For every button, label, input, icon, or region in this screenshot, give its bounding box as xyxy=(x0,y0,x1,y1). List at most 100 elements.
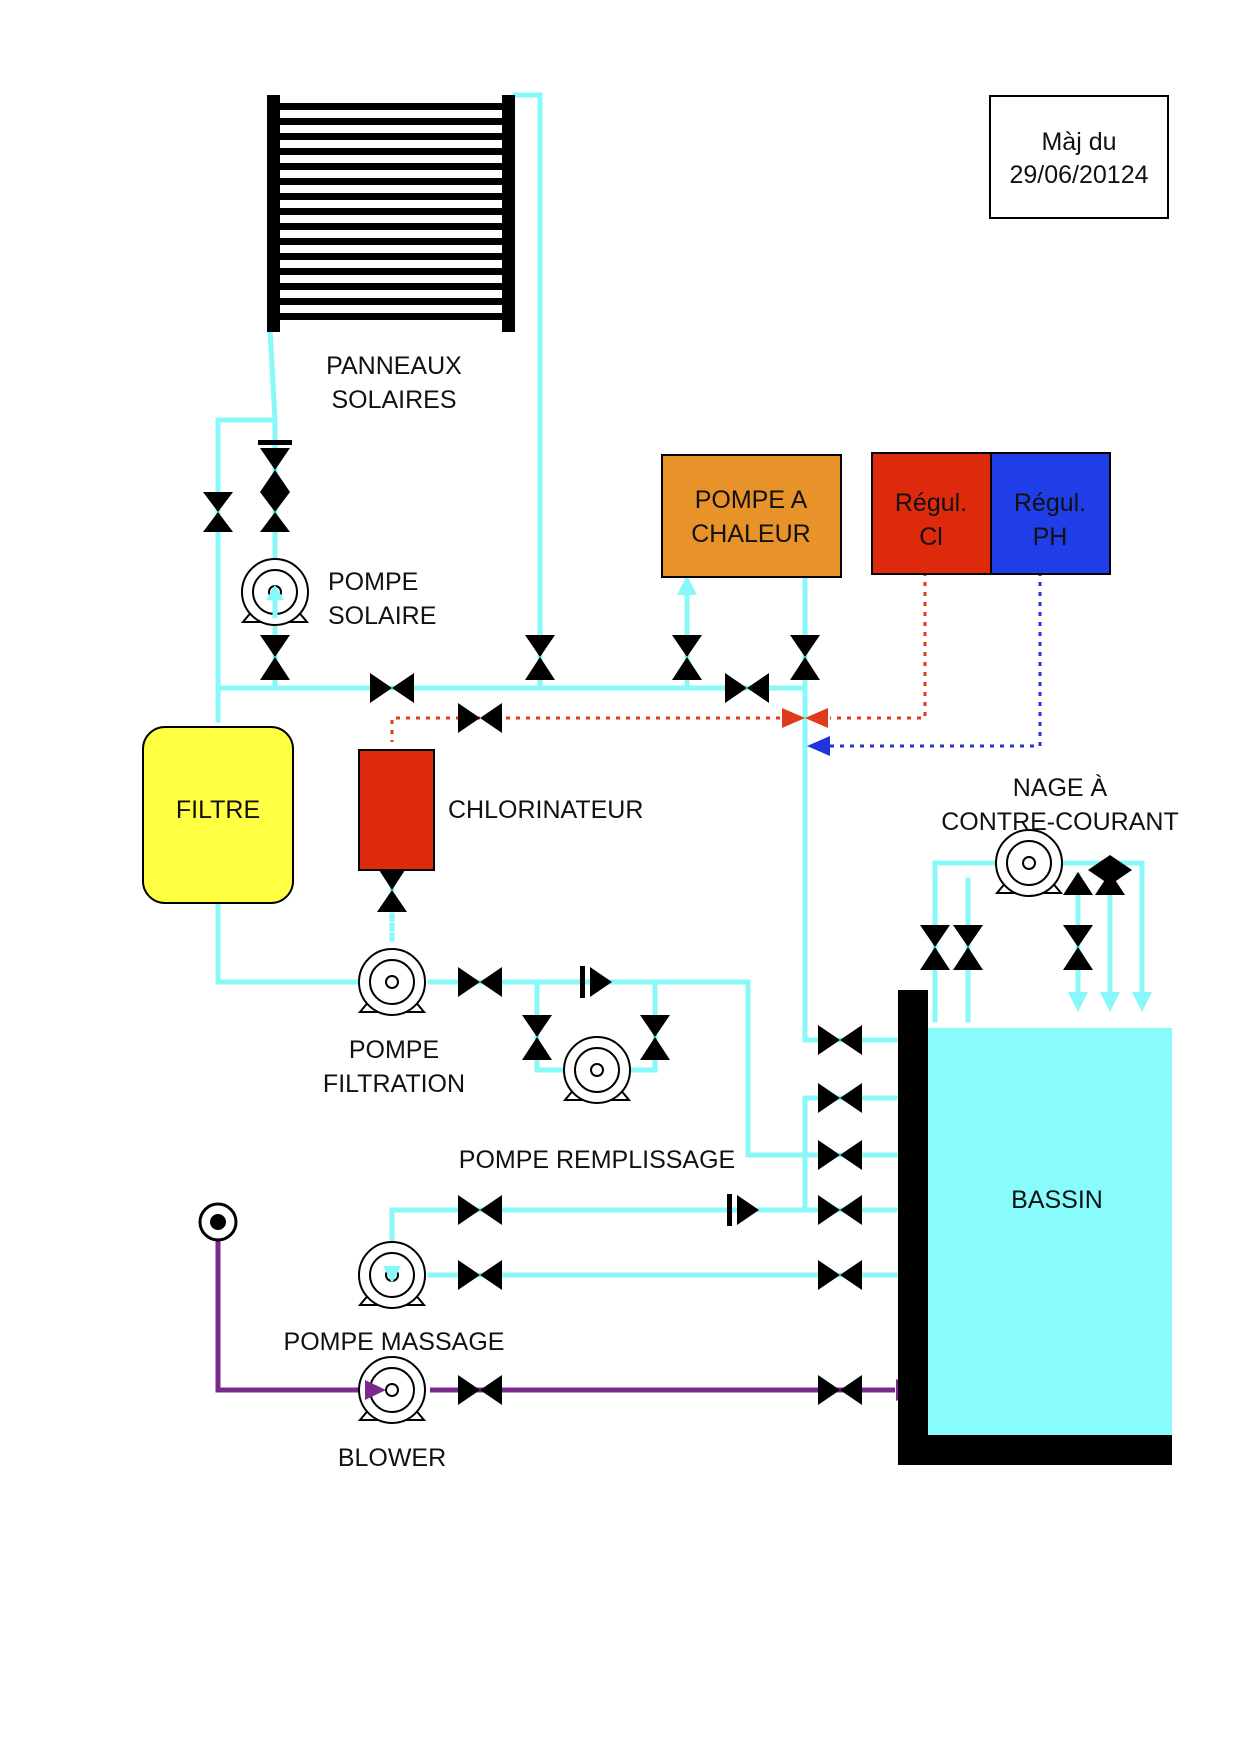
filter-label: FILTRE xyxy=(176,796,260,824)
check-valve-bar xyxy=(580,966,585,998)
valve xyxy=(818,1195,840,1225)
pool-label: BASSIN xyxy=(1011,1186,1103,1214)
valve xyxy=(1088,855,1110,885)
valve xyxy=(790,657,820,680)
update-box xyxy=(989,95,1169,219)
valve xyxy=(392,673,414,703)
valve xyxy=(640,1015,670,1037)
solar-panels xyxy=(267,95,515,332)
valve xyxy=(480,1195,502,1225)
filtration-pump-label-2: FILTRATION xyxy=(323,1070,465,1098)
valve xyxy=(672,657,702,680)
valve xyxy=(818,1375,840,1405)
valve xyxy=(480,703,502,733)
regul-cl-label-2: Cl xyxy=(919,523,943,551)
regul-ph-label-1: Régul. xyxy=(1014,489,1086,517)
solar-panels-label-2: SOLAIRES xyxy=(331,386,456,414)
solar-pump-label-1: POMPE xyxy=(328,568,418,596)
counter-current-label-1: NAGE À xyxy=(1013,773,1108,802)
cl-injection-arrow-2 xyxy=(782,708,805,728)
valve xyxy=(525,657,555,680)
valve xyxy=(840,1195,862,1225)
cl-injection-arrow xyxy=(805,708,828,728)
heat-pump-label-1: POMPE A xyxy=(695,486,808,514)
counter-current-label-2: CONTRE-COURANT xyxy=(941,808,1179,836)
valve xyxy=(458,1375,480,1405)
valve xyxy=(260,470,290,492)
valve xyxy=(840,1260,862,1290)
valve xyxy=(790,635,820,657)
solar-panels-label-1: PANNEAUX xyxy=(326,352,462,380)
valves xyxy=(203,440,1132,1405)
valve xyxy=(840,1375,862,1405)
valve xyxy=(953,947,983,970)
valve xyxy=(260,448,290,470)
valve xyxy=(370,673,392,703)
valve xyxy=(672,635,702,657)
valve xyxy=(1110,855,1132,885)
heat-pump-box xyxy=(661,454,842,578)
blower-icon xyxy=(357,1356,427,1424)
regul-cl-box xyxy=(871,452,992,575)
check-valve-bar xyxy=(727,1194,732,1226)
valve xyxy=(260,635,290,657)
valve xyxy=(953,925,983,947)
filtration-pump-label-1: POMPE xyxy=(349,1036,439,1064)
valve xyxy=(1063,925,1093,947)
filter-box xyxy=(142,726,294,904)
pool xyxy=(898,990,1172,1465)
valve xyxy=(458,1260,480,1290)
solar-pump-icon xyxy=(240,558,310,626)
valve xyxy=(818,1083,840,1113)
fill-pump-label: POMPE REMPLISSAGE xyxy=(459,1146,735,1174)
cl-signal-line xyxy=(390,572,927,742)
chlorinator-label: CHLORINATEUR xyxy=(448,796,643,824)
valve xyxy=(590,967,612,997)
fill-pump-icon xyxy=(562,1036,632,1104)
valve xyxy=(377,890,407,912)
valve xyxy=(203,492,233,512)
heat-pump-label-2: CHALEUR xyxy=(691,520,810,548)
valve xyxy=(203,512,233,532)
valve xyxy=(818,1260,840,1290)
valve xyxy=(640,1037,670,1060)
update-label: Màj du xyxy=(1041,128,1116,156)
valve xyxy=(260,657,290,680)
massage-pump-label: POMPE MASSAGE xyxy=(284,1328,505,1356)
valve xyxy=(737,1195,759,1225)
regul-ph-label-2: PH xyxy=(1033,523,1068,551)
air-pipe xyxy=(215,1222,895,1393)
regul-cl-label-1: Régul. xyxy=(895,489,967,517)
counter-current-pump-icon xyxy=(994,829,1064,897)
valve xyxy=(260,492,290,512)
valve xyxy=(840,1025,862,1055)
check-valve-bar xyxy=(258,440,292,445)
valve xyxy=(458,967,480,997)
valve xyxy=(377,867,407,890)
filtration-pump-icon xyxy=(357,948,427,1016)
regul-ph-box xyxy=(990,452,1111,575)
valve xyxy=(525,635,555,657)
chlorinator-box xyxy=(358,749,435,871)
valve xyxy=(818,1025,840,1055)
valve xyxy=(458,703,480,733)
valve xyxy=(480,1375,502,1405)
valve xyxy=(1063,872,1093,895)
air-intake-icon xyxy=(198,1202,238,1242)
valve xyxy=(458,1195,480,1225)
valve xyxy=(725,673,747,703)
valve xyxy=(920,925,950,947)
valve xyxy=(920,947,950,970)
ph-signal-line xyxy=(830,572,1042,748)
valve xyxy=(840,1083,862,1113)
valve xyxy=(480,967,502,997)
ph-injection-arrow xyxy=(807,736,830,756)
massage-pump-icon xyxy=(357,1241,427,1309)
valve xyxy=(747,673,769,703)
blower-label: BLOWER xyxy=(338,1444,446,1472)
valve xyxy=(818,1140,840,1170)
valve xyxy=(522,1015,552,1037)
valve xyxy=(840,1140,862,1170)
valve xyxy=(480,1260,502,1290)
